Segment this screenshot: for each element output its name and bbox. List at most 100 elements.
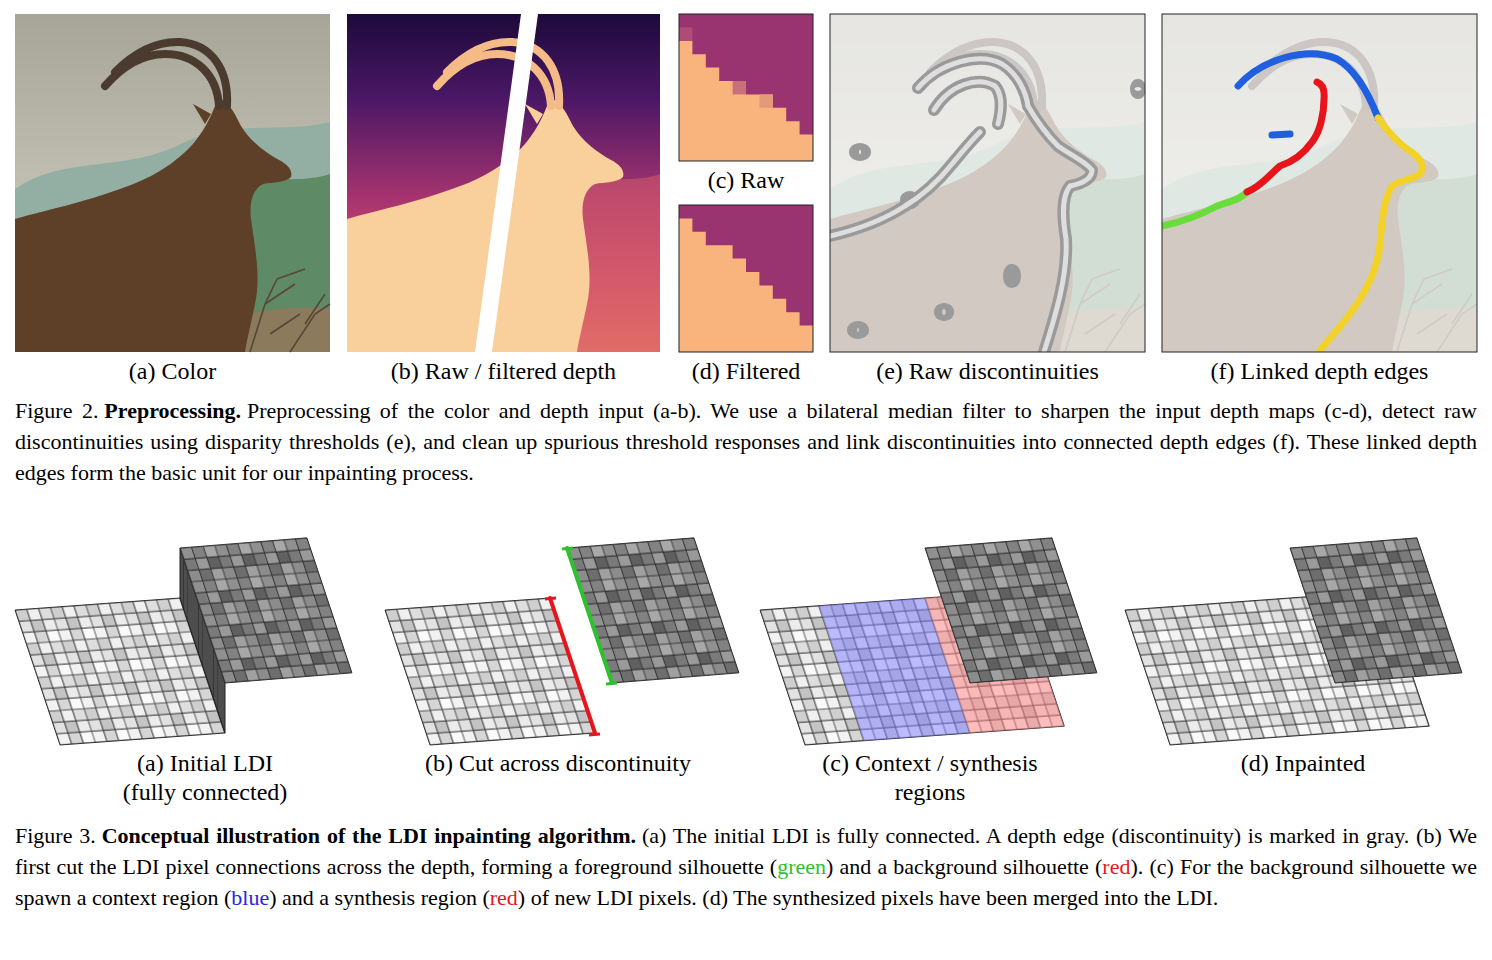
caption-text: ) and a synthesis region ( [269,885,490,910]
caption-title: Conceptual illustration of the LDI inpai… [102,823,636,848]
raw-discontinuity-panel [830,132,980,236]
ldi-cut [385,598,595,745]
caption-text: ) and a background silhouette ( [826,854,1102,879]
figure-panel: (b) Cut across discontinuity [378,520,738,810]
depth-map-panel [347,14,660,352]
caption-text: Figure 2. [15,398,98,423]
figure-panel: (d) Filtered [679,205,813,390]
raw-discontinuity-panel [830,59,1140,352]
panel-label: (b) Raw / filtered depth [391,357,616,386]
linked-edge-panel [1162,14,1477,352]
caption-color-word: blue [231,885,269,910]
color-photo-panel [15,14,330,352]
raw-depth-pixels [679,41,813,161]
panel-label: (d) Inpainted [1241,749,1366,778]
raw-discontinuity-panel [830,14,1145,352]
raw-discontinuity-panel [830,59,1092,352]
filtered-depth-pixels [679,218,813,352]
raw-discontinuity-panel [855,149,865,155]
linked-edge-panel [1247,82,1324,192]
figure-panel: (c) Context / synthesis regions [750,520,1110,811]
linked-edge-panel [1162,192,1247,226]
caption-text: ) of new LDI pixels. (d) The synthesized… [518,885,1219,910]
panel-label: (d) Filtered [692,357,801,386]
filtered-depth-pixels [679,205,813,352]
raw-discontinuity-panel [830,14,1145,352]
raw-discontinuity-panel [830,14,1145,352]
ldi-cut [567,538,739,683]
panel-label-holder: (c) Raw [679,166,813,195]
ldi-initial [180,538,352,683]
ldi-initial [15,538,352,745]
ldi-cut [562,548,573,549]
ldi-cut [606,683,617,684]
ldi-context-synthesis [760,538,1097,745]
figure-panel: (d) Inpainted [1123,520,1483,810]
linked-edge-panel [1162,14,1477,352]
panel-label: (b) Cut across discontinuity [425,749,691,778]
caption-text: Figure 3. [15,823,96,848]
figure-panel: (a) Color [15,14,330,390]
linked-edge-panel [1162,54,1422,350]
figure-caption: Figure 2.Preprocessing.Preprocessing of … [15,395,1477,488]
caption-color-word: red [1102,854,1130,879]
ldi-initial [180,538,352,683]
raw-discontinuity-panel [940,309,948,315]
linked-edge-panel [1162,14,1477,352]
linked-edge-panel [1320,118,1422,350]
color-photo-panel [15,14,330,352]
raw-discontinuity-panel [1136,85,1140,93]
raw-discontinuity-panel [830,14,1145,352]
ldi-cut [550,598,595,733]
linked-edge-panel [1272,134,1290,135]
ldi-cut [589,734,600,735]
raw-discontinuity-panel [1028,106,1092,352]
raw-depth-pixels [679,27,692,40]
panel-label-holder: (b) Raw / filtered depth [347,357,660,386]
linked-edge-panel [1162,14,1477,352]
linked-edge-panel [1162,14,1477,352]
ldi-cut [385,598,595,745]
panel-label-holder: (a) Initial LDI (fully connected) [25,749,385,807]
panel-label-holder: (b) Cut across discontinuity [378,749,738,778]
raw-depth-pixels [679,14,813,161]
filtered-depth-pixels [679,205,813,352]
ldi-cut [385,538,739,745]
panel-label: (c) Raw [708,166,785,195]
figure-panel: (c) Raw [679,14,813,199]
raw-depth-pixels [679,14,813,161]
panel-label: (a) Color [129,357,216,386]
figure-panel: (b) Raw / filtered depth [347,14,660,390]
panel-label: (f) Linked depth edges [1211,357,1429,386]
figure-panel: (e) Raw discontinuities [830,14,1145,390]
panel-label-holder: (a) Color [15,357,330,386]
raw-discontinuity-panel [1009,270,1015,282]
figure-panel: (f) Linked depth edges [1162,14,1477,390]
panel-label: (c) Context / synthesis regions [805,749,1055,807]
panel-label: (e) Raw discontinuities [876,357,1099,386]
figure-caption: Figure 3.Conceptual illustration of the … [15,820,1477,913]
raw-discontinuity-panel [830,14,1145,352]
ldi-cut [567,538,739,683]
raw-discontinuity-panel [830,132,980,236]
panel-label-holder: (c) Context / synthesis regions [750,749,1110,807]
raw-depth-pixels [759,94,772,107]
panel-label-holder: (d) Inpainted [1123,749,1483,778]
panel-label-holder: (e) Raw discontinuities [830,357,1145,386]
linked-edge-panel [1238,54,1378,118]
ldi-inpainted [1290,538,1462,683]
raw-depth-pixels [679,14,813,161]
ldi-context-synthesis [925,538,1097,683]
raw-discontinuity-panel [830,59,1140,352]
ldi-inpainted [1290,538,1462,683]
linked-edge-panel [1162,54,1422,350]
raw-depth-pixels [733,81,746,94]
ldi-cut [567,548,612,683]
ldi-cut [545,598,556,599]
figure-panel: (a) Initial LDI (fully connected) [25,520,385,811]
panel-label-holder: (f) Linked depth edges [1162,357,1477,386]
caption-color-word: red [490,885,518,910]
raw-discontinuity-panel [934,82,1001,124]
depth-map-panel [475,14,538,352]
ldi-context-synthesis [925,538,1097,683]
